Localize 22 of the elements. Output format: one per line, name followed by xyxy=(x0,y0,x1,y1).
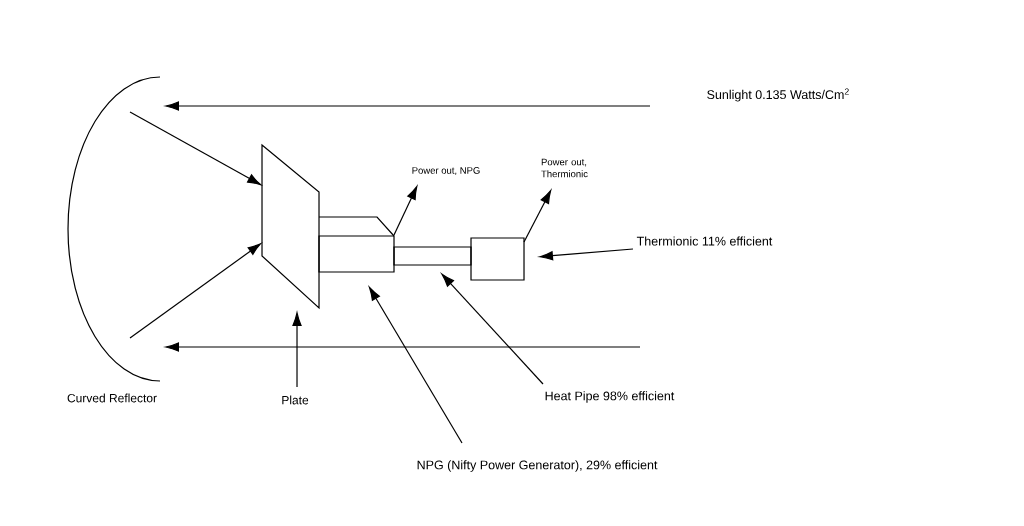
arrow xyxy=(368,286,463,444)
arrow xyxy=(129,243,262,339)
arrow xyxy=(523,190,552,243)
callout-label: Heat Pipe 98% efficient xyxy=(545,391,675,403)
arrow xyxy=(129,111,262,186)
arrow xyxy=(539,248,634,261)
callout-label: Power out, Thermionic xyxy=(541,158,588,178)
heat-pipe xyxy=(393,246,472,266)
block xyxy=(470,237,525,281)
arrow xyxy=(165,342,641,352)
arrow xyxy=(441,273,544,385)
callout-label: NPG (Nifty Power Generator), 29% efficient xyxy=(417,460,658,472)
callout-label: Thermionic 11% efficient xyxy=(636,236,773,246)
arrow xyxy=(393,186,418,236)
callout-label: Plate xyxy=(282,395,309,405)
arrow xyxy=(292,312,302,388)
arrow xyxy=(165,101,651,111)
callout-label: Power out, NPG xyxy=(412,167,480,175)
curved-reflector xyxy=(67,76,161,382)
block xyxy=(318,216,395,273)
callout-label: Sunlight 0.135 Watts/Cm$^{2}$ xyxy=(707,88,849,102)
part-label: Curved Reflector xyxy=(67,393,157,403)
